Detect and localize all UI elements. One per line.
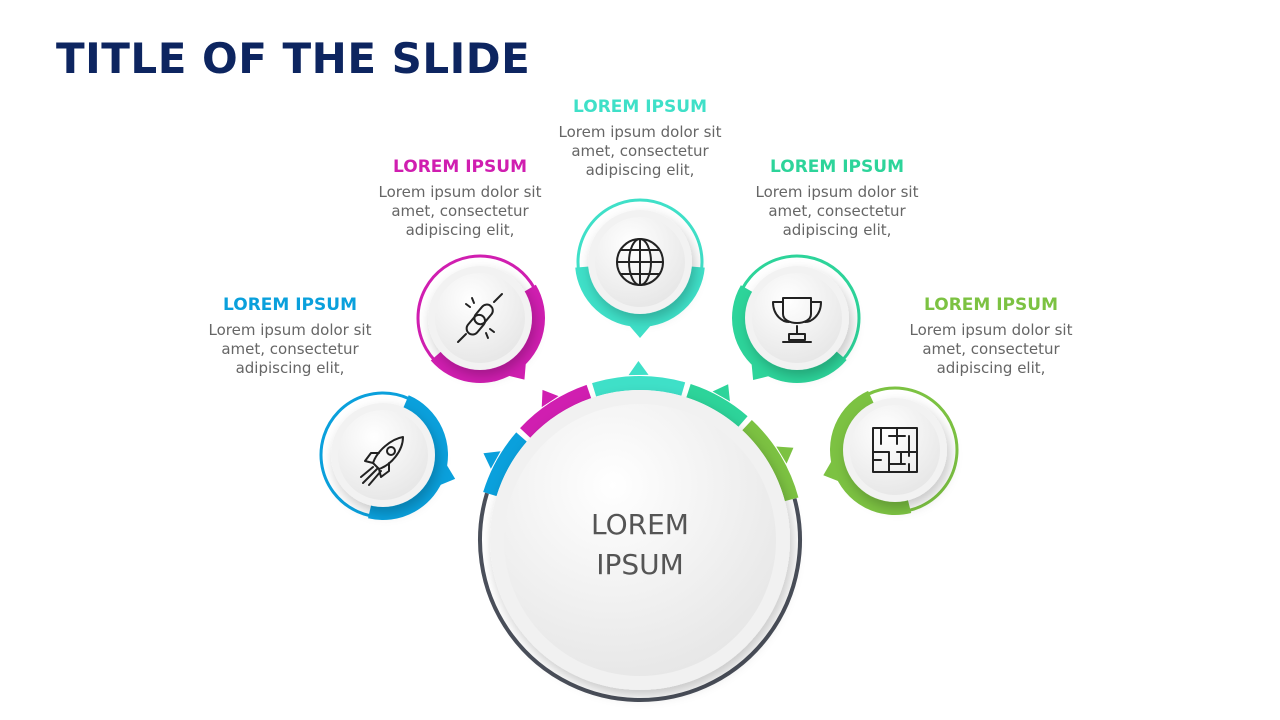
item-text: Lorem ipsum dolor sit <box>558 123 722 141</box>
center-ring-segment <box>483 432 527 497</box>
item-text: amet, consectetur <box>391 202 529 220</box>
node-3 <box>575 198 705 338</box>
item-text: amet, consectetur <box>768 202 906 220</box>
globe-icon <box>616 238 664 286</box>
item-text: Lorem ipsum dolor sit <box>909 321 1073 339</box>
item-text: amet, consectetur <box>571 142 709 160</box>
node-disc-inner <box>850 405 940 495</box>
item-heading: LOREM IPSUM <box>924 295 1058 315</box>
item-text: adipiscing elit, <box>782 221 892 239</box>
node-ring <box>576 198 704 284</box>
item-text: adipiscing elit, <box>936 359 1046 377</box>
node-disc-inner <box>435 273 525 363</box>
center-ring-segment <box>686 384 748 427</box>
center-ring-notch <box>483 451 501 469</box>
node-pointer <box>506 361 526 380</box>
item-label-3: LOREM IPSUM Lorem ipsum dolor sit amet, … <box>520 97 760 180</box>
center-label-line1: LOREM <box>591 508 689 541</box>
node-ring-thick <box>575 266 705 327</box>
item-heading: LOREM IPSUM <box>223 295 357 315</box>
node-ring <box>854 386 959 514</box>
item-text: adipiscing elit, <box>235 359 345 377</box>
center-ring-segment <box>592 376 686 397</box>
node-disc-inner <box>338 410 428 500</box>
broken-chain-icon <box>457 293 503 343</box>
node-ring-thick <box>732 285 847 383</box>
node-2 <box>416 254 545 383</box>
node-pointer <box>438 463 456 486</box>
node-pointer <box>823 459 841 482</box>
node-ring-thick <box>830 390 912 515</box>
item-label-4: LOREM IPSUM Lorem ipsum dolor sit amet, … <box>717 157 957 240</box>
node-4 <box>732 254 861 383</box>
item-text: adipiscing elit, <box>585 161 695 179</box>
trophy-icon <box>772 297 822 343</box>
item-heading: LOREM IPSUM <box>393 157 527 177</box>
slide-title: TITLE OF THE SLIDE <box>56 34 531 83</box>
item-text: Lorem ipsum dolor sit <box>208 321 372 339</box>
center-ring-notch <box>712 384 730 402</box>
center-label-line2: IPSUM <box>596 548 684 581</box>
node-5 <box>823 386 959 515</box>
item-text: amet, consectetur <box>922 340 1060 358</box>
center-label: LOREM IPSUM <box>540 505 740 585</box>
item-text: Lorem ipsum dolor sit <box>755 183 919 201</box>
node-ring-thick <box>368 395 448 520</box>
item-text: Lorem ipsum dolor sit <box>378 183 542 201</box>
center-ring-segment <box>520 384 592 438</box>
item-text: amet, consectetur <box>221 340 359 358</box>
center-ring-notch <box>541 389 559 408</box>
item-text: adipiscing elit, <box>405 221 515 239</box>
node-ring <box>319 391 423 519</box>
center-ring-notch <box>628 361 649 376</box>
rocket-icon <box>360 436 404 486</box>
node-disc-inner <box>752 273 842 363</box>
center-ring-segment <box>742 420 799 502</box>
item-label-1: LOREM IPSUM Lorem ipsum dolor sit amet, … <box>170 295 410 378</box>
node-ring <box>735 254 861 371</box>
node-pointer <box>628 324 652 338</box>
node-pointer <box>751 361 771 381</box>
node-1 <box>319 391 456 520</box>
node-ring-thick <box>430 284 545 383</box>
center-ring <box>478 492 802 702</box>
maze-icon <box>872 427 918 473</box>
center-circle <box>504 404 776 676</box>
center-ring-notch <box>776 446 794 464</box>
item-heading: LOREM IPSUM <box>573 97 707 117</box>
item-label-2: LOREM IPSUM Lorem ipsum dolor sit amet, … <box>340 157 580 240</box>
item-label-5: LOREM IPSUM Lorem ipsum dolor sit amet, … <box>871 295 1111 378</box>
item-heading: LOREM IPSUM <box>770 157 904 177</box>
node-ring <box>416 254 542 371</box>
